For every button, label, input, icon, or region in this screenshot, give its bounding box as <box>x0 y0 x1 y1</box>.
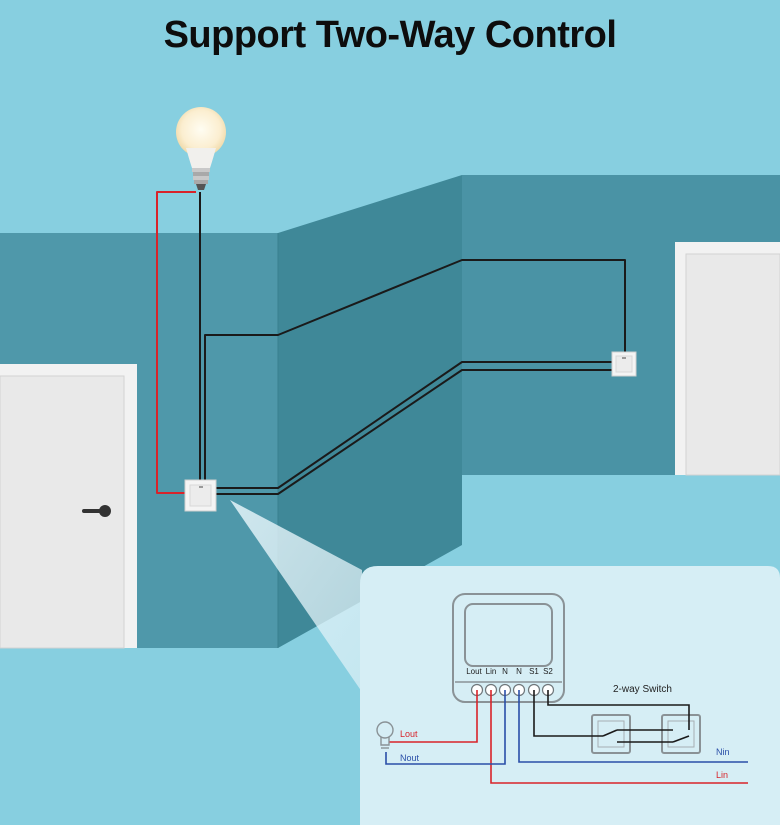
smart-switch-module <box>452 593 565 703</box>
lin-wire-label: Lin <box>716 770 728 780</box>
callout-beam <box>230 500 362 692</box>
terminal-label-s2: S2 <box>543 667 553 676</box>
lower-control-wire-a <box>216 361 612 489</box>
terminal-labels: Lout Lin N N S1 S2 <box>466 667 553 676</box>
s2-wire <box>547 690 690 730</box>
s1-wire <box>533 690 603 737</box>
wiring-diagram-panel: Lout Lin N N S1 S2 2-way Switch <box>360 566 780 825</box>
two-way-switch-label: 2-way Switch <box>613 684 672 695</box>
lout-wire-label: Lout <box>400 729 418 739</box>
nin-wire-label: Nin <box>716 747 730 757</box>
secondary-wall-switch <box>611 351 637 377</box>
nin-wire <box>518 690 748 763</box>
nout-wire-label: Nout <box>400 753 420 763</box>
left-door <box>0 364 137 649</box>
right-door <box>675 242 780 476</box>
lower-control-wire-b <box>216 369 612 495</box>
switch-a-lever <box>602 729 618 737</box>
lout-wire <box>389 690 478 743</box>
upper-control-wire <box>204 259 626 480</box>
wiring <box>156 191 626 495</box>
terminal-label-n1: N <box>502 667 508 676</box>
terminal-label-lin: Lin <box>486 667 497 676</box>
door-handle-icon <box>82 505 111 517</box>
nout-wire <box>385 690 506 765</box>
live-wire <box>156 191 196 494</box>
light-bulb-icon <box>176 107 226 190</box>
two-way-switch-a <box>591 714 631 754</box>
bulb-outline-icon <box>376 721 394 749</box>
page-title: Support Two-Way Control <box>163 14 617 56</box>
switch-b-lever <box>672 735 690 743</box>
terminal-label-n2: N <box>516 667 522 676</box>
middle-wall <box>278 175 462 648</box>
lin-wire <box>490 690 748 784</box>
wall-switch-icon <box>184 479 217 512</box>
two-way-switch-b <box>661 714 701 754</box>
inset-wires <box>385 690 748 784</box>
right-wall-lower <box>462 475 780 545</box>
terminal-label-s1: S1 <box>529 667 539 676</box>
terminal-label-lout: Lout <box>466 667 482 676</box>
